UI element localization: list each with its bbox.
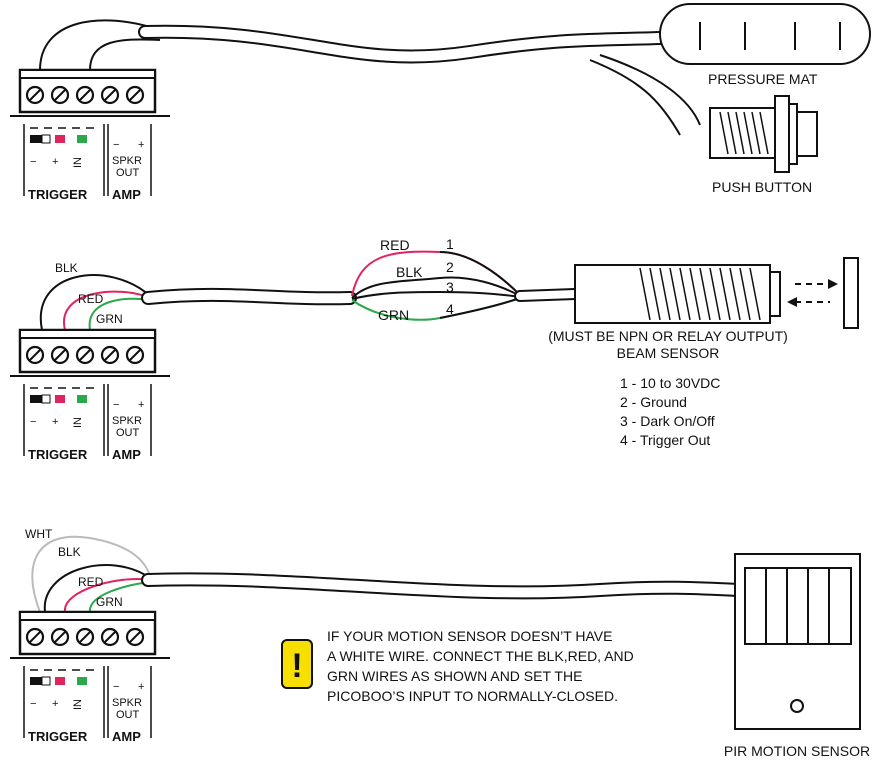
- section-beam-sensor: BLK RED GRN RED BLK GRN 1 2 3 4 (MUST BE…: [8, 236, 859, 458]
- sensor-wire-red: RED: [380, 237, 410, 253]
- terminal-legend-3: − + IN − + SPKR OUT TRIGGER AMP: [28, 681, 144, 744]
- wire-label-grn: GRN: [96, 595, 123, 609]
- svg-text:OUT: OUT: [116, 167, 140, 179]
- pin-4: 4 - Trigger Out: [620, 432, 710, 448]
- svg-text:−: −: [30, 698, 36, 710]
- svg-text:−: −: [113, 399, 119, 411]
- svg-text:IN: IN: [72, 699, 84, 710]
- svg-text:−: −: [30, 416, 36, 428]
- warning-icon: !: [281, 639, 313, 689]
- wire-number-1: 1: [446, 236, 454, 252]
- svg-text:SPKR: SPKR: [112, 697, 142, 709]
- svg-text:SPKR: SPKR: [112, 415, 142, 427]
- svg-text:+: +: [52, 416, 58, 428]
- terminal-legend-2: − + IN − + SPKR OUT TRIGGER AMP: [28, 399, 144, 462]
- wire-number-4: 4: [446, 301, 454, 317]
- wire-label-red: RED: [78, 575, 104, 589]
- wire-label-grn: GRN: [96, 312, 123, 326]
- svg-text:+: +: [138, 139, 144, 151]
- wire-label-blk: BLK: [55, 261, 78, 275]
- svg-text:AMP: AMP: [112, 447, 141, 462]
- pressure-mat-label: PRESSURE MAT: [708, 71, 818, 87]
- beam-sensor: [574, 264, 781, 324]
- wire-number-2: 2: [446, 259, 454, 275]
- svg-text:IN: IN: [72, 157, 84, 168]
- svg-text:−: −: [113, 681, 119, 693]
- svg-text:+: +: [138, 399, 144, 411]
- svg-text:!: !: [291, 647, 302, 685]
- beam-sensor-label: BEAM SENSOR: [617, 345, 720, 361]
- svg-text:OUT: OUT: [116, 427, 140, 439]
- svg-text:OUT: OUT: [116, 709, 140, 721]
- svg-text:IN: IN: [72, 417, 84, 428]
- pin-2: 2 - Ground: [620, 394, 687, 410]
- svg-text:+: +: [138, 681, 144, 693]
- warning-line-4: PICOBOO’S INPUT TO NORMALLY-CLOSED.: [327, 688, 618, 704]
- svg-text:+: +: [52, 698, 58, 710]
- wire-label-wht: WHT: [25, 527, 53, 541]
- npn-note: (MUST BE NPN OR RELAY OUTPUT): [548, 328, 788, 344]
- wire-label-blk: BLK: [58, 545, 81, 559]
- push-button-label: PUSH BUTTON: [712, 179, 812, 195]
- pressure-mat: [659, 3, 871, 65]
- warning-line-3: GRN WIRES AS SHOWN AND SET THE: [327, 668, 582, 684]
- svg-text:TRIGGER: TRIGGER: [28, 447, 88, 462]
- pir-motion-sensor: [734, 553, 861, 730]
- pin-1: 1 - 10 to 30VDC: [620, 375, 720, 391]
- terminal-legend-1: − + IN − + SPKR OUT TRIGGER AMP: [28, 139, 144, 202]
- section-pressure-mat: PRESSURE MAT PUSH BUTTON: [8, 3, 871, 198]
- svg-text:TRIGGER: TRIGGER: [28, 729, 88, 744]
- wire-label-red: RED: [78, 292, 104, 306]
- reflector: [843, 257, 859, 329]
- section-pir-sensor: PIR MOTION SENSOR WHT BLK RED GRN ! IF Y…: [8, 527, 870, 759]
- sensor-wire-grn: GRN: [378, 307, 409, 323]
- sensor-wire-blk: BLK: [396, 264, 423, 280]
- svg-text:SPKR: SPKR: [112, 155, 142, 167]
- svg-text:AMP: AMP: [112, 729, 141, 744]
- push-button: [709, 95, 818, 173]
- svg-text:−: −: [30, 156, 36, 168]
- trigger-label: TRIGGER: [28, 187, 88, 202]
- amp-label: AMP: [112, 187, 141, 202]
- pir-label: PIR MOTION SENSOR: [724, 743, 870, 759]
- warning-line-1: IF YOUR MOTION SENSOR DOESN’T HAVE: [327, 628, 612, 644]
- svg-text:+: +: [52, 156, 58, 168]
- pin-3: 3 - Dark On/Off: [620, 413, 715, 429]
- warning-line-2: A WHITE WIRE. CONNECT THE BLK,RED, AND: [327, 648, 634, 664]
- svg-text:−: −: [113, 139, 119, 151]
- wire-number-3: 3: [446, 279, 454, 295]
